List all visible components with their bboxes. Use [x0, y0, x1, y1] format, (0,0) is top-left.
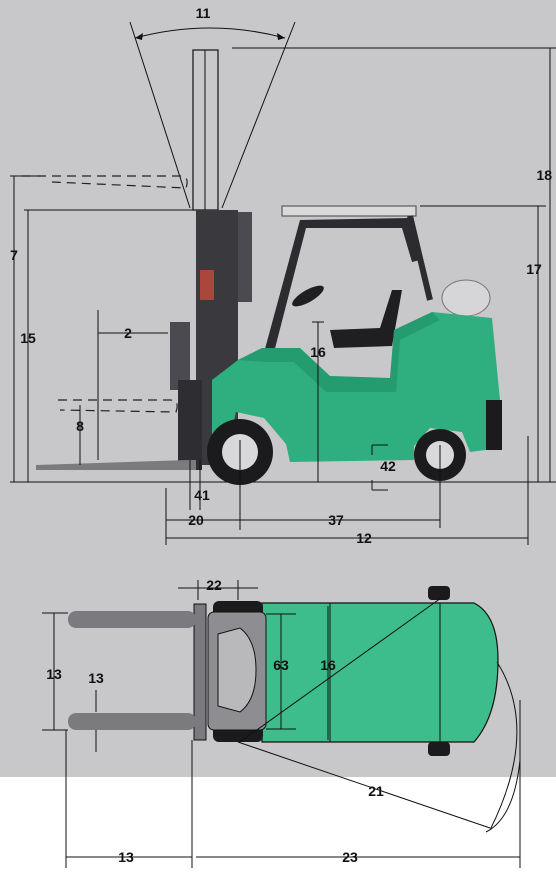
- carriage-top: [193, 603, 207, 741]
- fork-spread-label: 13: [46, 666, 62, 682]
- body-shade: [238, 312, 440, 392]
- mast-cylinder: [238, 212, 252, 302]
- side-view-labels: 11 18 7 15 17 16 2 8 41 42 20 37 12: [10, 4, 552, 546]
- top-dimension-lines: [42, 580, 521, 868]
- label-bg: [191, 4, 215, 22]
- mast-clearance-label: 41: [194, 487, 210, 503]
- fork-width-label: 13: [88, 670, 104, 686]
- tilt-angle-label: 11: [196, 5, 211, 21]
- rear-post: [407, 215, 433, 301]
- lower-dashed-carriage: [58, 399, 178, 413]
- rear-tire-top: [428, 586, 450, 600]
- fork-side: [36, 460, 196, 470]
- frame-clearance-label: 42: [380, 458, 396, 474]
- mast-inner-top: [217, 627, 257, 713]
- overhead-guard-roof: [281, 205, 417, 217]
- steering-wheel: [292, 285, 324, 307]
- seat-height-label: 16: [310, 344, 326, 360]
- wheelbase-label: 37: [328, 512, 344, 528]
- fork-length-label: 13: [118, 849, 134, 865]
- load-center-label: 2: [124, 325, 132, 341]
- forklift-side-view-icon: [10, 21, 556, 530]
- forklift-top-view-icon: [68, 586, 499, 756]
- fork-top-lower: [68, 713, 196, 730]
- top-body: [261, 602, 499, 743]
- lp-tank: [441, 279, 491, 317]
- top-view-labels: 22 13 13 63 16 21 13 23: [46, 577, 384, 865]
- load-backrest: [170, 322, 190, 390]
- tilt-line-back: [129, 21, 191, 209]
- tilt-line-front: [221, 21, 296, 209]
- length-to-fork-face-label: 23: [342, 849, 358, 865]
- turning-radius-label: 21: [368, 783, 384, 799]
- carriage: [178, 380, 202, 470]
- fork-top-upper: [68, 611, 196, 628]
- overhead-guard: [262, 218, 420, 360]
- counterweight-bumper: [486, 400, 502, 450]
- fork-thickness-label: 8: [76, 418, 84, 434]
- side-dimension-lines: [10, 47, 556, 545]
- tread-label: 63: [273, 657, 289, 673]
- overall-width-label: 16: [320, 657, 336, 673]
- lowered-height-label: 7: [10, 247, 18, 263]
- lower-background: [0, 777, 556, 877]
- overall-height-extended-label: 18: [536, 167, 552, 183]
- front-tire-width-label: 22: [206, 577, 222, 593]
- rear-tire-bottom: [428, 742, 450, 756]
- mast-decal: [200, 270, 214, 300]
- overhead-guard-height-label: 17: [526, 261, 542, 277]
- tilt-arc: [134, 27, 286, 39]
- turning-arc: [489, 661, 518, 831]
- front-overhang-label: 20: [188, 512, 204, 528]
- free-lift-label: 15: [20, 330, 36, 346]
- overall-length-label: 12: [356, 530, 372, 546]
- upper-dashed-carriage: [22, 175, 188, 189]
- seat: [330, 290, 402, 348]
